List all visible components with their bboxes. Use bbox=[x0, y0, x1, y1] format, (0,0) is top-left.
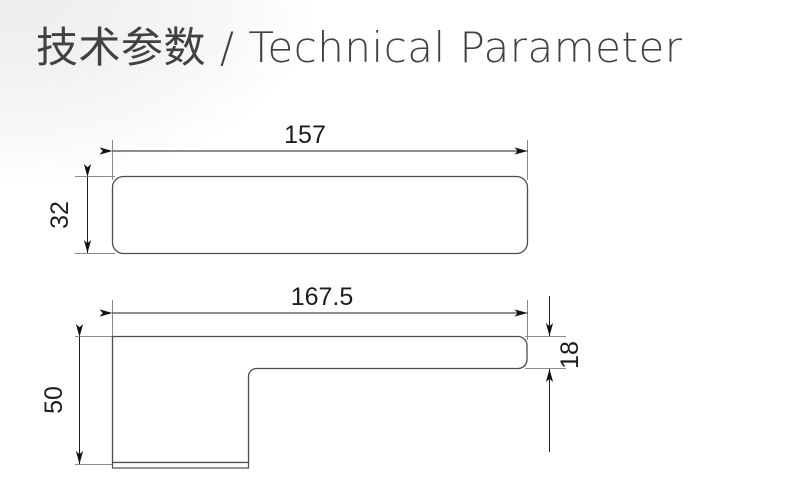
side-view-body bbox=[111, 335, 528, 464]
top-view-body bbox=[111, 175, 529, 255]
side-view-group: 167.5 50 18 bbox=[40, 283, 584, 469]
page-title: 技术参数 / Technical Parameter bbox=[36, 23, 683, 72]
dimension-label-50: 50 bbox=[40, 386, 68, 414]
side-view-base-plate bbox=[111, 461, 250, 469]
dimension-label-32: 32 bbox=[46, 201, 74, 229]
dimension-label-157: 157 bbox=[284, 121, 326, 149]
dimension-label-167-5: 167.5 bbox=[291, 283, 354, 311]
top-view-group: 157 32 bbox=[46, 121, 529, 255]
dimension-label-18: 18 bbox=[556, 341, 584, 369]
